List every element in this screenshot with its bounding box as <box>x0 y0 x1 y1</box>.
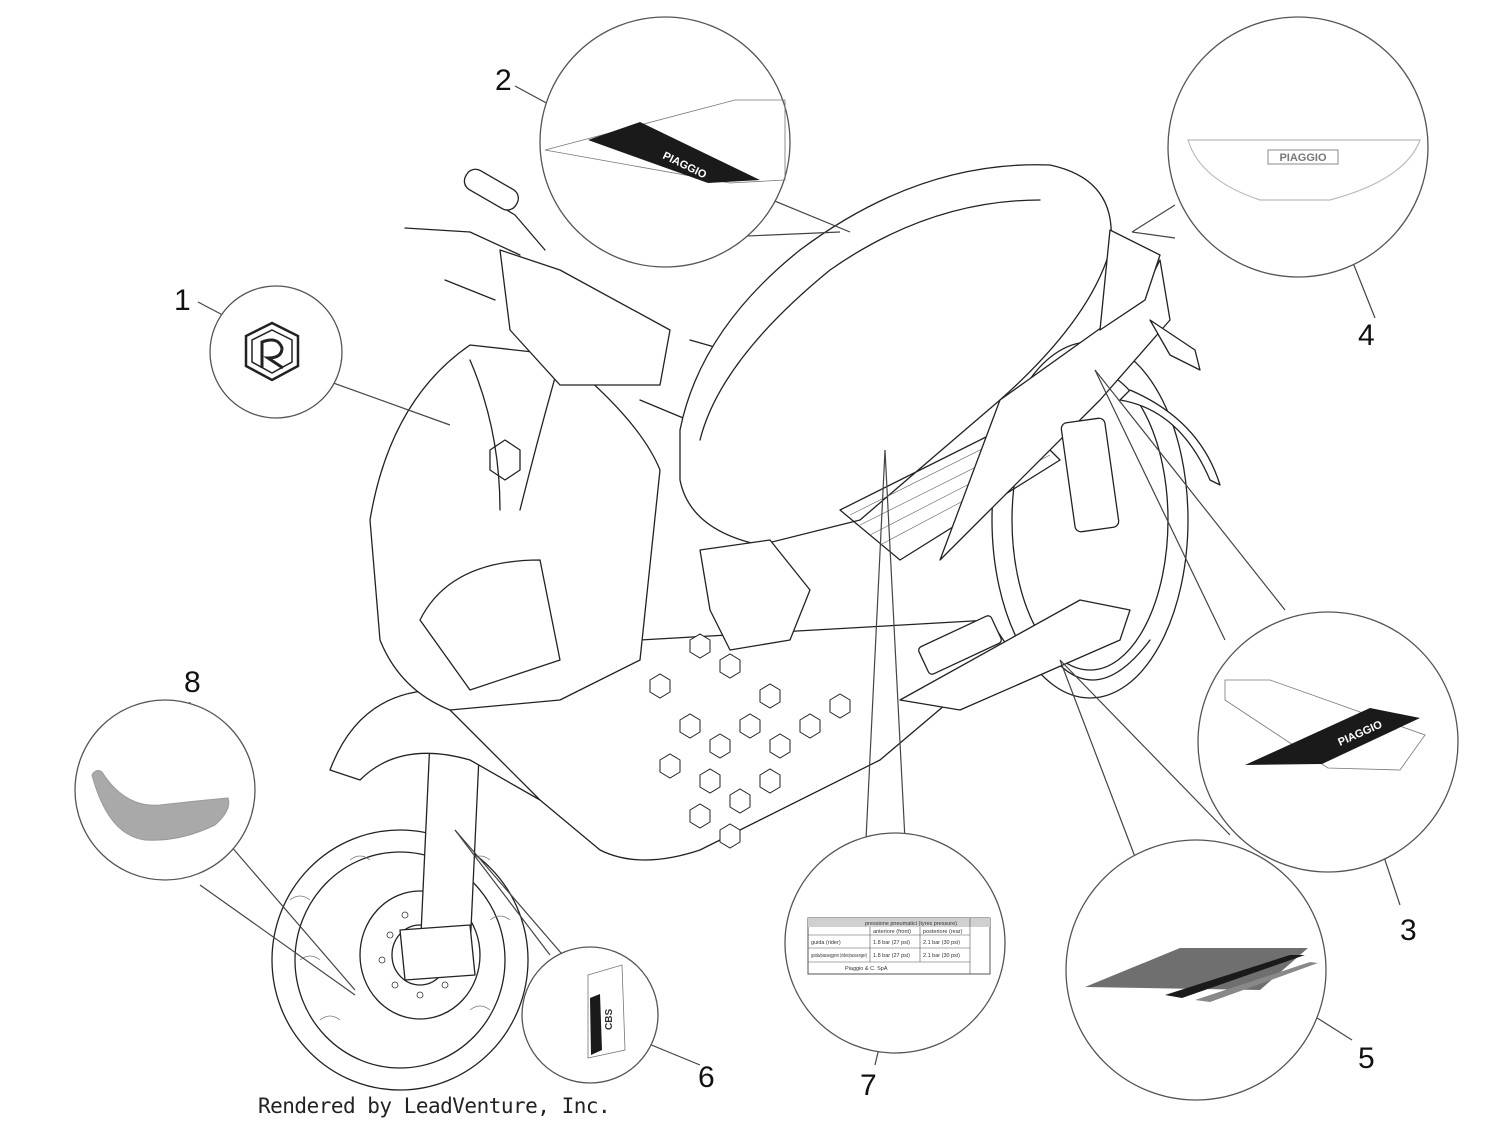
swingarm <box>899 599 1131 711</box>
tyre-label-title: pressione pneumatici (tyres pressure) <box>865 921 957 927</box>
callout-4: 4 <box>1358 319 1375 352</box>
front-shield <box>369 344 661 711</box>
callout-5: 5 <box>1358 1042 1375 1075</box>
tyre-label-row2-front: 1.8 bar (27 psi) <box>873 953 910 959</box>
rear-shock <box>1060 417 1120 533</box>
callout-3: 3 <box>1400 914 1417 947</box>
headset <box>499 249 671 386</box>
bubble-3-rear-decal: PIAGGIO <box>1197 611 1459 873</box>
seat-decal-shape <box>91 770 230 841</box>
bubble-1-emblem <box>209 285 343 419</box>
callout-6: 6 <box>698 1061 715 1094</box>
stripe-grey-band <box>1085 948 1308 990</box>
callout-numbers: 1 2 3 4 5 6 7 8 <box>174 64 1417 1102</box>
floor-hex-pattern <box>649 633 851 849</box>
rear-decal-dark-band <box>1245 708 1420 765</box>
callout-7: 7 <box>860 1069 877 1102</box>
tyre-label-row2: guida/passeggero (rider/passenger) <box>811 953 867 959</box>
front-decal-dark-band <box>588 122 760 183</box>
render-credit: Rendered by LeadVenture, Inc. <box>258 1094 611 1118</box>
left-grip <box>463 168 519 211</box>
tyre-label-row1: guida (rider) <box>811 940 841 946</box>
cbs-text: CBS <box>604 1009 615 1030</box>
bubble-6-cbs: CBS <box>521 946 659 1084</box>
tyre-label-footer: Piaggio & C. SpA <box>845 966 888 972</box>
scooter-drawing <box>271 164 1221 1091</box>
callout-2: 2 <box>495 64 512 97</box>
callout-8: 8 <box>184 666 201 699</box>
bubble-2-front-decal: PIAGGIO <box>539 16 791 268</box>
front-wheel <box>271 829 529 1091</box>
bubble-5-stripe <box>1065 839 1327 1101</box>
tyre-label-col-rear: posteriore (rear) <box>923 929 963 935</box>
tyre-label-col-front: anteriore (front) <box>873 929 911 935</box>
piaggio-emblem-icon <box>244 321 300 382</box>
tyre-label-row2-rear: 2.1 bar (30 psi) <box>923 953 960 959</box>
tyre-label-row1-rear: 2.1 bar (30 psi) <box>923 940 960 946</box>
tyre-label-row1-front: 1.8 bar (27 psi) <box>873 940 910 946</box>
handlebar-left <box>404 184 546 256</box>
front-fork <box>419 734 481 956</box>
bubble-4-rear-logo: PIAGGIO <box>1167 16 1429 278</box>
rear-fender <box>1119 389 1221 486</box>
bubble-7-tyre-label: pressione pneumatici (tyres pressure) an… <box>784 832 1006 1054</box>
bubble-8-seat <box>74 699 256 881</box>
rear-logo-text: PIAGGIO <box>1279 152 1327 164</box>
callout-1: 1 <box>174 284 191 317</box>
